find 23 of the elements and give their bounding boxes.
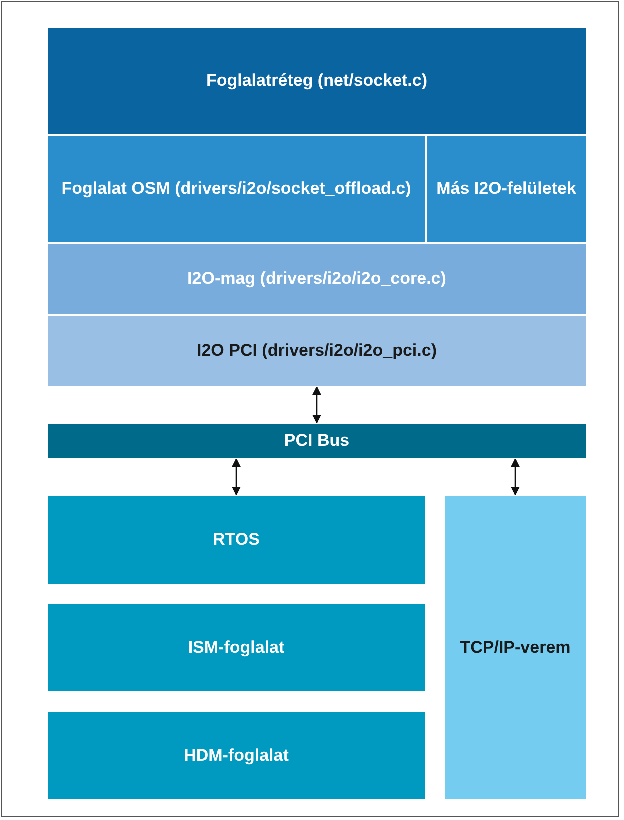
node-label: PCI Bus xyxy=(283,430,351,452)
stack-box xyxy=(444,495,587,800)
node-label: HDM-foglalat xyxy=(183,744,290,766)
node-label: RTOS xyxy=(212,529,261,551)
double-arrow xyxy=(232,458,242,496)
module-box xyxy=(426,135,587,243)
node-label: Foglalat OSM (drivers/i2o/socket_offload.c) xyxy=(60,178,412,200)
top-layer-box xyxy=(47,27,587,135)
double-arrow xyxy=(312,386,322,424)
component-box xyxy=(47,495,426,585)
layer-box xyxy=(47,315,587,387)
node-label: Foglalatréteg (net/socket.c) xyxy=(205,70,429,92)
component-box xyxy=(47,603,426,692)
node-label: Más I2O-felületek xyxy=(436,178,578,200)
component-box xyxy=(47,711,426,800)
node-label: I2O-mag (drivers/i2o/i2o_core.c) xyxy=(186,268,448,290)
module-box xyxy=(47,135,426,243)
node-label: I2O PCI (drivers/i2o/i2o_pci.c) xyxy=(196,340,438,362)
node-label: ISM-foglalat xyxy=(187,636,286,658)
double-arrow xyxy=(510,458,520,496)
bus-bar xyxy=(47,423,587,459)
layer-box xyxy=(47,243,587,315)
node-label: TCP/IP-verem xyxy=(459,636,572,658)
